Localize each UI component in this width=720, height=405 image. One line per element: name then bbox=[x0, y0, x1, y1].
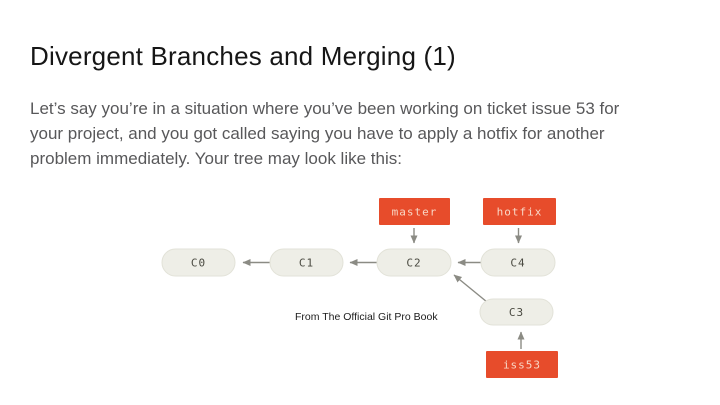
commit-label: C0 bbox=[191, 257, 206, 270]
commit-node-c3: C3 bbox=[479, 298, 554, 326]
arrow-c3-to-c2 bbox=[453, 274, 488, 303]
body-line-1: Let’s say you’re in a situation where yo… bbox=[30, 99, 620, 118]
branch-box bbox=[379, 198, 450, 225]
slide-body-paragraph: Let’s say you’re in a situation where yo… bbox=[30, 96, 619, 171]
branch-box bbox=[486, 351, 558, 378]
body-line-3: problem immediately. Your tree may look … bbox=[30, 149, 402, 168]
commit-node-c1: C1 bbox=[269, 248, 344, 277]
branch-label: hotfix bbox=[497, 206, 543, 219]
body-line-2: your project, and you got called saying … bbox=[30, 124, 605, 143]
commit-node-c4: C4 bbox=[480, 248, 556, 277]
commit-label: C2 bbox=[406, 257, 421, 270]
commit-pill bbox=[480, 248, 556, 277]
commit-label: C3 bbox=[509, 306, 524, 319]
commit-pill bbox=[161, 248, 236, 277]
commit-label: C4 bbox=[510, 257, 525, 270]
commit-pill bbox=[479, 298, 554, 326]
commit-pill bbox=[376, 248, 452, 277]
branch-ref-iss53: iss53 bbox=[486, 351, 558, 378]
commit-node-c2: C2 bbox=[376, 248, 452, 277]
branch-ref-master: master bbox=[379, 198, 450, 225]
slide-title: Divergent Branches and Merging (1) bbox=[30, 41, 456, 71]
commit-label: C1 bbox=[299, 257, 314, 270]
branch-ref-hotfix: hotfix bbox=[483, 198, 556, 225]
commit-pill bbox=[269, 248, 344, 277]
branch-label: master bbox=[392, 206, 438, 219]
diagram-caption: From The Official Git Pro Book bbox=[295, 311, 438, 323]
commit-node-c0: C0 bbox=[161, 248, 236, 277]
branch-label: iss53 bbox=[503, 359, 541, 372]
branch-box bbox=[483, 198, 556, 225]
